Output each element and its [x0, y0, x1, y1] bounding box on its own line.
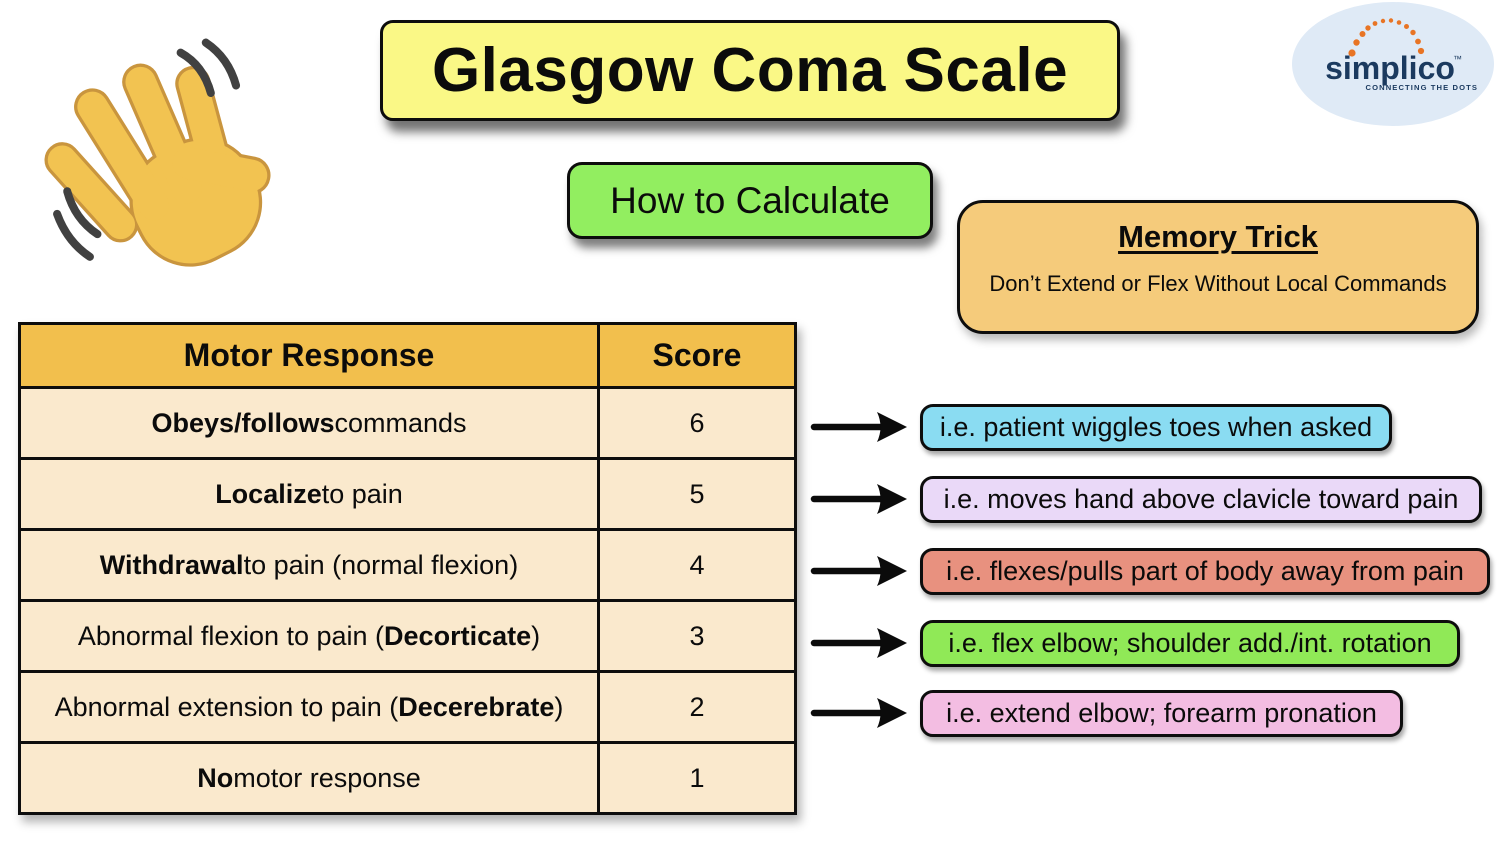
subtitle-text: How to Calculate [610, 179, 890, 221]
score-cell: 3 [597, 602, 794, 670]
logo-tagline: CONNECTING THE DOTS [1366, 83, 1478, 92]
example-box-obeys: i.e. patient wiggles toes when asked [920, 404, 1392, 451]
motor-response-cell: Abnormal extension to pain (Decerebrate) [54, 691, 564, 722]
table-row: Withdrawal to pain (normal flexion) 4 [21, 528, 794, 599]
table-row: Localize to pain 5 [21, 457, 794, 528]
motor-response-cell: Obeys/follows commands [151, 407, 467, 438]
memory-trick-heading: Memory Trick [1118, 219, 1318, 254]
score-cell: 2 [597, 673, 794, 741]
memory-trick-text: Don’t Extend or Flex Without Local Comma… [989, 271, 1447, 296]
score-cell: 4 [597, 531, 794, 599]
arrow-icon [810, 628, 907, 658]
motor-response-header: Motor Response [183, 337, 435, 373]
motor-response-cell: Abnormal flexion to pain (Decorticate) [77, 620, 541, 651]
arrow-icon [810, 412, 907, 442]
motor-response-cell: Localize to pain [215, 478, 403, 509]
score-header: Score [597, 325, 794, 386]
score-cell: 1 [597, 744, 794, 812]
title-banner: Glasgow Coma Scale [380, 20, 1120, 121]
motor-response-table: Motor Response Score Obeys/follows comma… [18, 322, 797, 815]
arrow-icon [810, 698, 907, 728]
waving-hand-icon [42, 30, 294, 282]
simplico-logo: simplico ™ CONNECTING THE DOTS [1292, 2, 1494, 126]
example-box-decorticate: i.e. flex elbow; shoulder add./int. rota… [920, 620, 1460, 667]
arrow-icon [810, 484, 907, 514]
table-row: Abnormal flexion to pain (Decorticate) 3 [21, 599, 794, 670]
table-row: No motor response 1 [21, 741, 794, 812]
table-row: Obeys/follows commands 6 [21, 386, 794, 457]
table-header-row: Motor Response Score [21, 325, 794, 386]
score-cell: 5 [597, 460, 794, 528]
motor-response-cell: No motor response [197, 762, 421, 793]
logo-trademark: ™ [1453, 54, 1462, 64]
how-to-calculate-banner: How to Calculate [567, 162, 933, 239]
logo-wordmark: simplico [1325, 50, 1455, 86]
arrow-icon [810, 556, 907, 586]
score-cell: 6 [597, 389, 794, 457]
page-title: Glasgow Coma Scale [431, 36, 1069, 105]
example-box-decerebrate: i.e. extend elbow; forearm pronation [920, 690, 1403, 737]
motor-response-cell: Withdrawal to pain (normal flexion) [99, 549, 519, 580]
example-box-localize: i.e. moves hand above clavicle toward pa… [920, 476, 1482, 523]
table-row: Abnormal extension to pain (Decerebrate)… [21, 670, 794, 741]
memory-trick-card: Memory Trick Don’t Extend or Flex Withou… [957, 200, 1479, 334]
example-box-withdrawal: i.e. flexes/pulls part of body away from… [920, 548, 1490, 595]
